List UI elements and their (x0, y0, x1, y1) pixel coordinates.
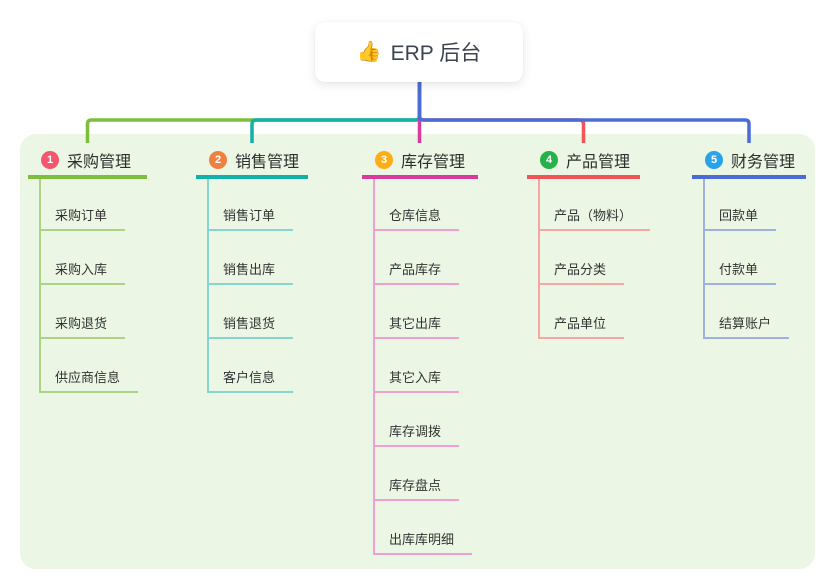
child-topic[interactable]: 销售退货 (209, 285, 294, 339)
child-topic-label: 仓库信息 (389, 208, 442, 223)
branch-children: 回款单付款单结算账户 (703, 179, 790, 339)
child-topic[interactable]: 库存盘点 (375, 447, 460, 501)
child-topic-label: 销售退货 (223, 316, 276, 331)
child-topic[interactable]: 回款单 (705, 179, 777, 231)
child-topic-label: 销售订单 (223, 208, 276, 223)
child-topic-label: 采购订单 (55, 208, 108, 223)
branch-topic-label: 销售管理 (235, 154, 300, 171)
child-topic-label: 其它入库 (389, 370, 442, 385)
connector-branch-4 (417, 82, 586, 143)
branch-topic[interactable]: 5 财务管理 (692, 145, 806, 179)
branch-topic[interactable]: 2 销售管理 (196, 145, 308, 179)
branch-children: 产品（物料） 产品分类产品单位 (538, 179, 651, 339)
child-topic-label: 采购入库 (55, 262, 108, 277)
branch-1: 1 采购管理采购订单采购入库采购退货供应商信息 (28, 145, 147, 393)
branch-topic-label: 采购管理 (67, 154, 132, 171)
child-topic-label: 产品（物料） (554, 208, 633, 223)
root-label: ERP 后台 (390, 42, 482, 65)
child-topic[interactable]: 销售出库 (209, 231, 294, 285)
branch-topic-label: 库存管理 (401, 154, 466, 171)
child-topic-label: 销售出库 (223, 262, 276, 277)
thumbs-up-icon: 👍 (356, 41, 382, 63)
child-topic-label: 产品单位 (554, 316, 607, 331)
child-topic[interactable]: 采购退货 (41, 285, 126, 339)
child-topic[interactable]: 仓库信息 (375, 179, 460, 231)
child-topic[interactable]: 其它出库 (375, 285, 460, 339)
connector-branch-2 (250, 82, 422, 143)
branch-2: 2 销售管理销售订单销售出库销售退货客户信息 (196, 145, 308, 393)
branch-index-badge: 2 (209, 151, 227, 169)
branch-children: 采购订单采购入库采购退货供应商信息 (39, 179, 139, 393)
child-topic-label: 采购退货 (55, 316, 108, 331)
child-topic[interactable]: 出库库明细 (375, 501, 473, 555)
child-topic[interactable]: 付款单 (705, 231, 777, 285)
child-topic[interactable]: 销售订单 (209, 179, 294, 231)
branch-topic[interactable]: 3 库存管理 (362, 145, 478, 179)
child-topic[interactable]: 产品单位 (540, 285, 625, 339)
child-topic[interactable]: 其它入库 (375, 339, 460, 393)
branch-topic[interactable]: 4 产品管理 (527, 145, 640, 179)
child-topic-label: 产品分类 (554, 262, 607, 277)
child-topic-label: 供应商信息 (55, 370, 121, 385)
child-topic-label: 库存盘点 (389, 478, 442, 493)
branch-3: 3 库存管理仓库信息产品库存其它出库其它入库库存调拨库存盘点出库库明细 (362, 145, 478, 555)
child-topic[interactable]: 结算账户 (705, 285, 790, 339)
child-topic-label: 产品库存 (389, 262, 442, 277)
child-topic-label: 结算账户 (719, 316, 772, 331)
branch-index-badge: 1 (41, 151, 59, 169)
child-topic-label: 库存调拨 (389, 424, 442, 439)
branch-topic-label: 产品管理 (566, 154, 631, 171)
child-topic[interactable]: 采购订单 (41, 179, 126, 231)
child-topic[interactable]: 产品分类 (540, 231, 625, 285)
branches-panel (20, 134, 815, 569)
child-topic[interactable]: 库存调拨 (375, 393, 460, 447)
child-topic[interactable]: 采购入库 (41, 231, 126, 285)
child-topic[interactable]: 客户信息 (209, 339, 294, 393)
child-topic-label: 出库库明细 (389, 532, 455, 547)
child-topic[interactable]: 产品库存 (375, 231, 460, 285)
branch-index-badge: 4 (540, 151, 558, 169)
child-topic-label: 其它出库 (389, 316, 442, 331)
child-topic-label: 客户信息 (223, 370, 276, 385)
branch-index-badge: 3 (375, 151, 393, 169)
branch-topic[interactable]: 1 采购管理 (28, 145, 147, 179)
branch-children: 销售订单销售出库销售退货客户信息 (207, 179, 294, 393)
branch-5: 5 财务管理回款单付款单结算账户 (692, 145, 806, 339)
child-topic-label: 付款单 (719, 262, 759, 277)
root-node[interactable]: 👍 ERP 后台 (315, 22, 523, 82)
branch-index-badge: 5 (705, 151, 723, 169)
child-topic[interactable]: 产品（物料） (540, 179, 651, 231)
connector-branch-5 (417, 82, 751, 143)
child-topic-label: 回款单 (719, 208, 759, 223)
branch-topic-label: 财务管理 (731, 154, 796, 171)
branch-4: 4 产品管理产品（物料） 产品分类产品单位 (527, 145, 651, 339)
branch-children: 仓库信息产品库存其它出库其它入库库存调拨库存盘点出库库明细 (373, 179, 473, 555)
child-topic[interactable]: 供应商信息 (41, 339, 139, 393)
